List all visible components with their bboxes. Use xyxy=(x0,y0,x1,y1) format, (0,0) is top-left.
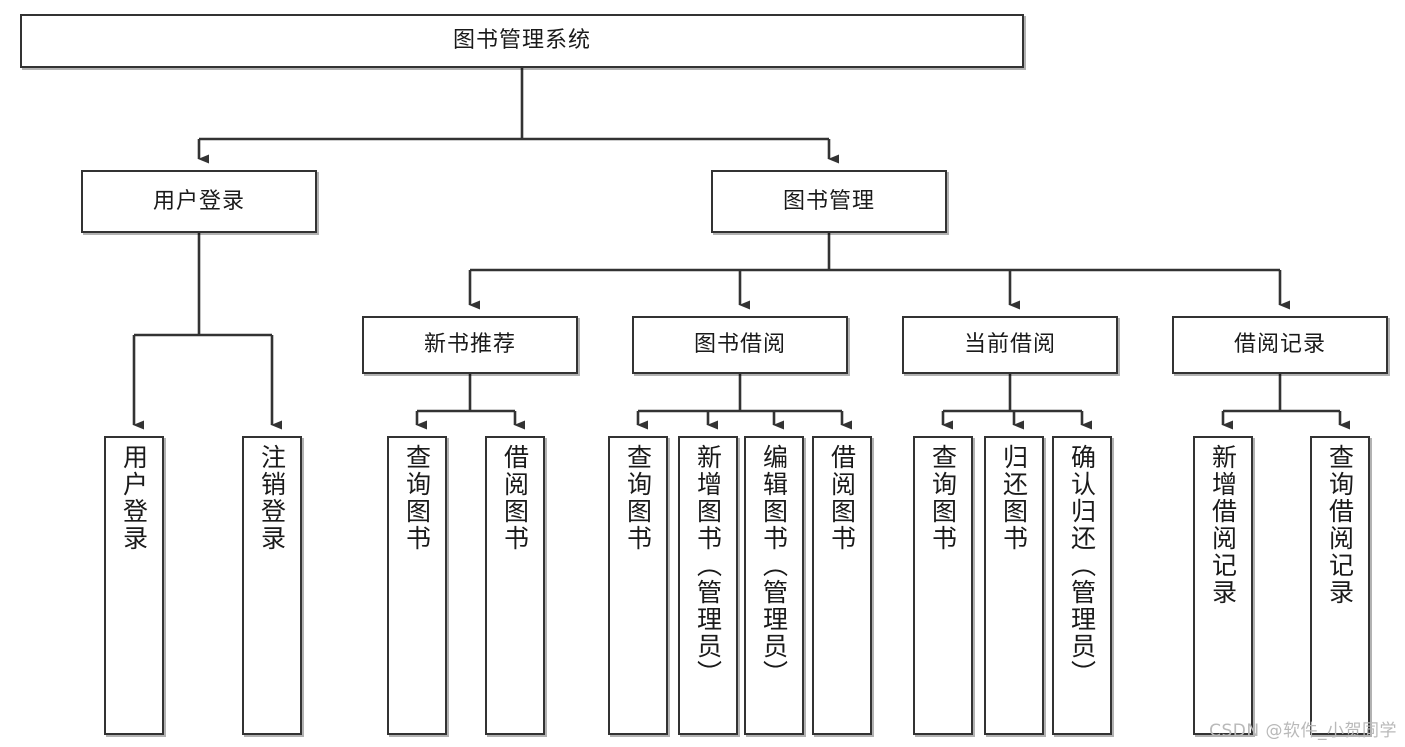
node-label: 归还图书 xyxy=(999,444,1029,552)
node-label: 用户登录 xyxy=(119,444,149,552)
node-book-borrow[interactable]: 图书借阅 xyxy=(632,316,848,374)
node-label: 查询借阅记录 xyxy=(1325,444,1355,606)
node-label: 确认归还（管理员） xyxy=(1067,444,1097,687)
node-leaf-add-book[interactable]: 新增图书（管理员） xyxy=(678,436,738,735)
node-leaf-query-book-cur[interactable]: 查询图书 xyxy=(913,436,973,735)
node-leaf-query-book-rec[interactable]: 查询图书 xyxy=(387,436,447,735)
node-label: 用户登录 xyxy=(152,188,245,214)
node-label: 新增图书（管理员） xyxy=(693,444,723,687)
node-label: 新书推荐 xyxy=(423,332,516,358)
watermark: CSDN @软件_小贺同学 xyxy=(1209,721,1397,741)
node-leaf-query-book[interactable]: 查询图书 xyxy=(608,436,668,735)
node-book-manage[interactable]: 图书管理 xyxy=(711,170,947,233)
node-label: 当前借阅 xyxy=(963,332,1056,358)
node-leaf-borrow-book-rec[interactable]: 借阅图书 xyxy=(485,436,545,735)
node-leaf-edit-book[interactable]: 编辑图书（管理员） xyxy=(744,436,804,735)
node-label: 借阅图书 xyxy=(500,444,530,552)
node-current-borrow[interactable]: 当前借阅 xyxy=(902,316,1118,374)
node-label: 借阅图书 xyxy=(827,444,857,552)
node-leaf-query-record[interactable]: 查询借阅记录 xyxy=(1310,436,1370,735)
node-leaf-confirm-return[interactable]: 确认归还（管理员） xyxy=(1052,436,1112,735)
node-leaf-return-book[interactable]: 归还图书 xyxy=(984,436,1044,735)
node-label: 查询图书 xyxy=(928,444,958,552)
node-label: 借阅记录 xyxy=(1233,332,1326,358)
node-user-login[interactable]: 用户登录 xyxy=(81,170,317,233)
node-leaf-add-record[interactable]: 新增借阅记录 xyxy=(1193,436,1253,735)
node-root[interactable]: 图书管理系统 xyxy=(20,14,1024,68)
node-leaf-logout[interactable]: 注销登录 xyxy=(242,436,302,735)
node-label: 编辑图书（管理员） xyxy=(759,444,789,687)
node-new-book-rec[interactable]: 新书推荐 xyxy=(362,316,578,374)
node-label: 查询图书 xyxy=(623,444,653,552)
node-label: 图书管理 xyxy=(782,188,875,214)
node-label: 新增借阅记录 xyxy=(1208,444,1238,606)
node-leaf-user-login[interactable]: 用户登录 xyxy=(104,436,164,735)
node-label: 注销登录 xyxy=(257,444,287,552)
node-borrow-record[interactable]: 借阅记录 xyxy=(1172,316,1388,374)
node-leaf-borrow-book[interactable]: 借阅图书 xyxy=(812,436,872,735)
node-label: 查询图书 xyxy=(402,444,432,552)
node-label: 图书管理系统 xyxy=(452,28,591,54)
node-label: 图书借阅 xyxy=(693,332,786,358)
